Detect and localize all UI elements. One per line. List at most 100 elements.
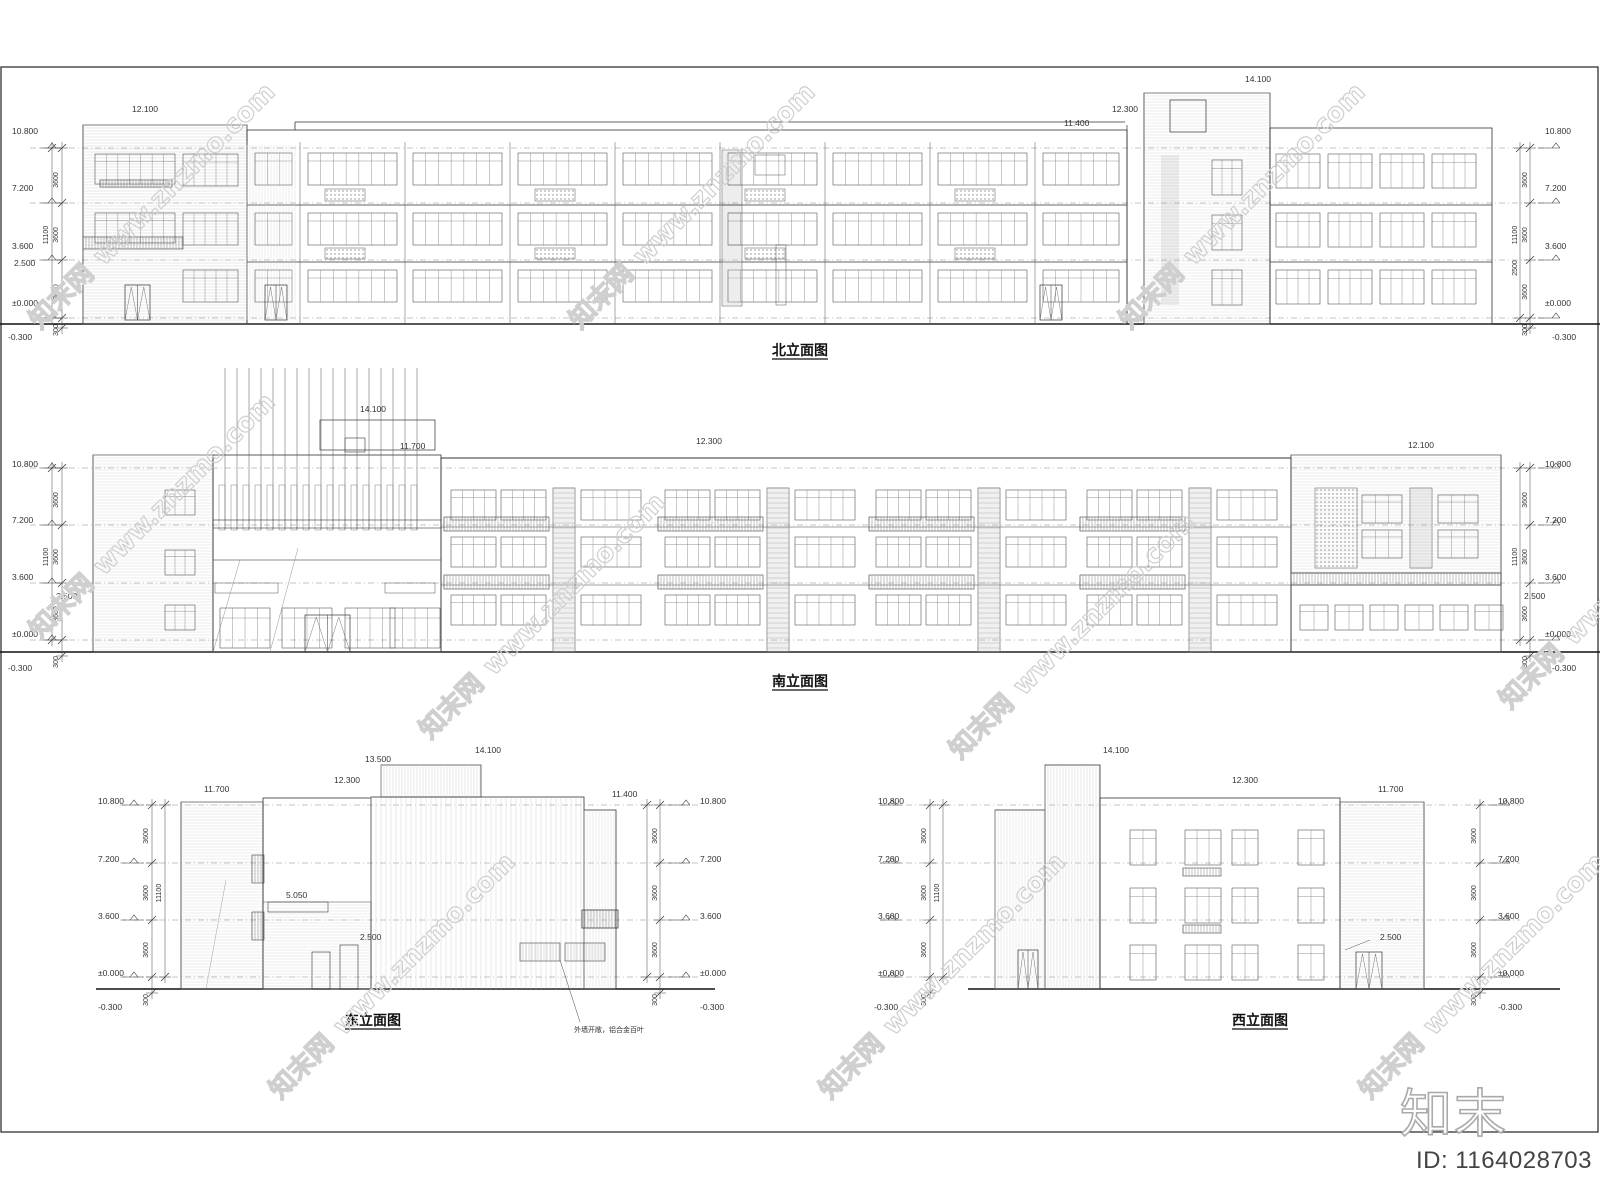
hatch-dot [746, 253, 748, 255]
watermark-url: www.znzmo.com [627, 77, 821, 271]
hatch-dot [536, 190, 538, 192]
hatch-dot [350, 194, 352, 196]
roof-level-label: 14.100 [475, 745, 501, 755]
dimension-text: 3600 [53, 227, 60, 243]
hatch-dot [1324, 497, 1326, 499]
hatch-dot [1352, 561, 1354, 563]
drawing-rect [1099, 797, 1341, 990]
drawing-line [1050, 286, 1057, 321]
hatch-dot [1324, 541, 1326, 543]
roof-level-label: 12.300 [1232, 775, 1258, 785]
hatch-dot [960, 253, 962, 255]
hatch-dot [972, 198, 974, 200]
hatch-dot [1336, 497, 1338, 499]
drawing-line [137, 286, 144, 321]
hatch-dot [1344, 541, 1346, 543]
hatch-dot [1328, 533, 1330, 535]
dimension-text: 300 [1471, 994, 1478, 1006]
hatch-dot [960, 249, 962, 251]
hatch-dot [1340, 557, 1342, 559]
hatch-dot [540, 190, 542, 192]
hatch-dot [572, 253, 574, 255]
hatch-dot [1324, 529, 1326, 531]
hatch-dot [326, 198, 328, 200]
level-label: 2.500 [14, 258, 36, 268]
drawing-rect [230, 484, 238, 531]
hatch-dot [564, 253, 566, 255]
watermark-url: www.znzmo.com [1007, 507, 1201, 701]
roof-level-label: 11.400 [1064, 118, 1090, 128]
hatch-dot [758, 194, 760, 196]
drawing-line [1375, 953, 1383, 990]
hatch-dot [1332, 561, 1334, 563]
hatch-dot [956, 190, 958, 192]
hatch-dot [766, 194, 768, 196]
hatch-dot [750, 198, 752, 200]
hatch-dot [362, 253, 364, 255]
level-label: 3.600 [12, 241, 34, 251]
hatch-dot [1316, 493, 1318, 495]
watermark-cn: 知末网 [414, 669, 490, 745]
hatch-dot [968, 253, 970, 255]
watermark-cn: 知末网 [814, 1029, 890, 1105]
dimension-text: 11100 [43, 548, 50, 567]
hatch-dot [1344, 557, 1346, 559]
drawing-rect [266, 484, 274, 531]
hatch-dot [342, 194, 344, 196]
hatch-dot [1356, 565, 1358, 567]
hatch-dot [1348, 545, 1350, 547]
level-symbol [129, 799, 139, 806]
drawing-rect [182, 153, 239, 187]
hatch-dot [1352, 517, 1354, 519]
level-symbol [887, 857, 897, 864]
drawing-line [338, 616, 351, 653]
hatch-dot [354, 253, 356, 255]
drawing-line [1362, 953, 1370, 990]
drawing-rect [218, 484, 226, 531]
hatch-dot [1316, 549, 1318, 551]
hatch-dot [362, 198, 364, 200]
drawing-rect [386, 484, 394, 531]
hatch-dot [1344, 565, 1346, 567]
hatch-dot [1336, 553, 1338, 555]
drawing-rect [1211, 269, 1243, 306]
hatch-dot [1316, 545, 1318, 547]
drawing-line [327, 616, 339, 653]
hatch-dot [976, 257, 978, 259]
hatch-dot [334, 190, 336, 192]
hatch-dot [1320, 565, 1322, 567]
hatch-dot [1356, 521, 1358, 523]
hatch-dot [1332, 541, 1334, 543]
dimension-text: 3600 [1522, 172, 1529, 188]
dimension-text: 3600 [143, 885, 150, 901]
hatch-dot [1336, 533, 1338, 535]
hatch-dot [1348, 541, 1350, 543]
level-label: -0.300 [1552, 663, 1576, 673]
hatch-dot [568, 257, 570, 259]
drawing-rect [1184, 829, 1222, 866]
hatch-dot [552, 257, 554, 259]
level-symbol [887, 914, 897, 921]
hatch-dot [1352, 557, 1354, 559]
hatch-dot [1320, 533, 1322, 535]
drawing-rect [214, 582, 279, 594]
hatch-dot [1324, 525, 1326, 527]
hatch-dot [556, 194, 558, 196]
hatch-dot [762, 253, 764, 255]
canopy-level-label: 5.050 [286, 890, 308, 900]
dimension-text: 3600 [652, 942, 659, 958]
hatch-dot [1348, 517, 1350, 519]
level-label: 10.800 [1545, 126, 1571, 136]
drawing-rect [1290, 454, 1502, 653]
hatch-dot [782, 253, 784, 255]
hatch-dot [988, 194, 990, 196]
hatch-dot [1328, 501, 1330, 503]
hatch-dot [992, 190, 994, 192]
hatch-dot [1332, 529, 1334, 531]
watermark-url: www.znzmo.com [877, 847, 1071, 1041]
hatch-dot [560, 198, 562, 200]
hatch-dot [346, 257, 348, 259]
hatch-dot [758, 198, 760, 200]
hatch-dot [972, 249, 974, 251]
hatch-dot [1332, 489, 1334, 491]
